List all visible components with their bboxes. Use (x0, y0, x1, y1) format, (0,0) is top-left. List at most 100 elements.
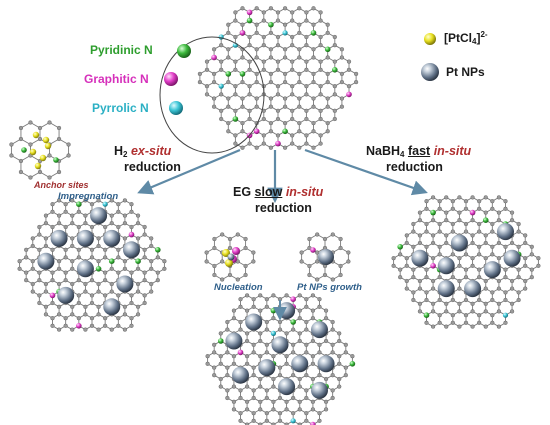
carbon-atom (116, 224, 121, 230)
carbon-atom (271, 407, 276, 412)
carbon-atom (63, 255, 68, 260)
carbon-atom (258, 338, 263, 344)
carbon-atom (437, 244, 442, 249)
carbon-atom (258, 354, 263, 359)
pt-nanoparticle (464, 280, 482, 298)
carbon-atom (37, 169, 43, 175)
carbon-atom (404, 240, 409, 246)
pyridinic-n-atom (76, 201, 82, 207)
nucleation-hexagon (204, 232, 256, 282)
carbon-atom (226, 120, 231, 126)
carbon-atom (238, 319, 243, 325)
carbon-atom (490, 221, 495, 227)
carbon-atom (463, 199, 469, 204)
carbon-atom (411, 297, 416, 303)
carbon-atom (251, 297, 256, 302)
carbon-atom (304, 418, 309, 423)
carbon-atom (490, 252, 495, 257)
carbon-atom (330, 395, 335, 401)
carbon-atom (254, 96, 259, 101)
carbon-atom (220, 259, 225, 264)
carbon-atom (247, 116, 252, 122)
carbon-atom (275, 67, 281, 72)
carbon-atom (231, 316, 237, 321)
carbon-atom (516, 290, 521, 295)
carbon-atom (135, 266, 141, 271)
carbon-atom (297, 407, 302, 412)
graphitic-n-atom (346, 91, 352, 98)
carbon-atom (244, 338, 250, 344)
carbon-atom (325, 96, 330, 101)
carbon-atom (496, 278, 502, 284)
carbon-atom (317, 304, 322, 309)
carbon-atom (323, 376, 329, 382)
carbon-atom (17, 266, 22, 271)
carbon-atom (450, 252, 455, 257)
carbon-atom (76, 300, 81, 306)
carbon-atom (70, 221, 75, 226)
carbon-atom (238, 327, 243, 332)
pyridinic-n-atom (53, 157, 59, 163)
carbon-atom (332, 34, 337, 40)
carbon-atom (417, 278, 423, 284)
pyrrolic-n-atom (270, 330, 277, 336)
carbon-atom (297, 55, 302, 60)
carbon-atom (226, 96, 231, 101)
carbon-atom (219, 116, 224, 122)
carbon-atom (318, 84, 323, 89)
carbon-atom (43, 281, 49, 287)
carbon-atom (318, 67, 323, 72)
carbon-atom (470, 233, 475, 238)
carbon-atom (109, 221, 114, 226)
carbon-atom (307, 272, 312, 278)
carbon-atom (129, 293, 134, 298)
carbon-atom (261, 67, 266, 72)
carbon-atom (122, 259, 128, 264)
carbon-atom (284, 354, 289, 359)
carbon-atom (240, 145, 245, 150)
carbon-atom (264, 327, 269, 332)
carbon-atom (290, 141, 295, 146)
carbon-atom (330, 342, 335, 347)
carbon-atom (304, 141, 309, 146)
legend-graphitic-label: Graphitic N (84, 72, 149, 86)
carbon-atom (297, 376, 302, 382)
carbon-atom (83, 304, 88, 309)
pt-nanoparticle (258, 359, 276, 377)
carbon-atom (311, 104, 316, 109)
pt-graphene-sheet-nabh4 (391, 195, 541, 329)
carbon-atom (496, 286, 502, 291)
carbon-atom (271, 384, 276, 389)
carbon-atom (444, 309, 449, 314)
carbon-atom (337, 361, 342, 366)
pyridinic-n-atom (217, 338, 224, 344)
carbon-atom (109, 289, 114, 294)
carbon-atom (304, 297, 309, 302)
carbon-atom (503, 206, 508, 211)
carbon-atom (233, 108, 238, 113)
carbon-atom (311, 47, 316, 52)
carbon-atom (226, 79, 231, 85)
carbon-atom (283, 96, 288, 101)
carbon-atom (310, 376, 316, 382)
carbon-atom (339, 104, 345, 109)
carbon-atom (211, 96, 217, 101)
carbon-atom (226, 30, 231, 36)
method-nabh4-reduction: reduction (386, 160, 443, 174)
carbon-atom (496, 195, 502, 200)
carbon-atom (212, 263, 217, 269)
ptcl4-precursor (42, 136, 50, 144)
graphitic-n-atom (310, 247, 316, 253)
carbon-atom (226, 129, 231, 134)
carbon-atom (135, 281, 141, 287)
carbon-atom (346, 250, 351, 255)
carbon-atom (96, 243, 101, 249)
carbon-atom (122, 213, 128, 218)
carbon-atom (43, 243, 49, 249)
carbon-atom (310, 354, 316, 359)
carbon-atom (96, 304, 101, 309)
carbon-atom (277, 373, 283, 378)
carbon-atom (268, 145, 273, 150)
carbon-atom (103, 247, 108, 252)
carbon-atom (233, 10, 238, 15)
